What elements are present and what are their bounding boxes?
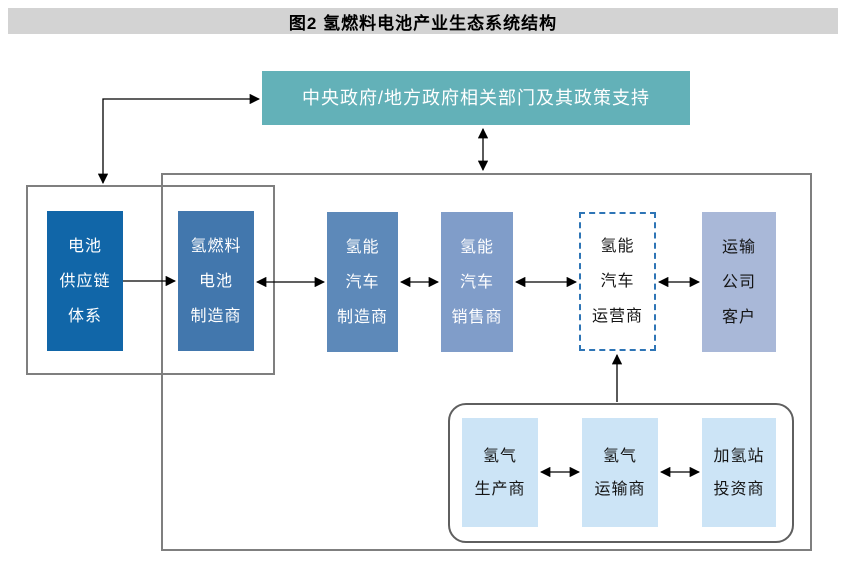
node-hydrogen-transporter: 氢气 运输商 <box>582 418 658 527</box>
node-line: 客户 <box>721 308 756 326</box>
hydrogen-infrastructure-group-rect <box>448 403 794 543</box>
node-line: 氢气 <box>602 447 637 465</box>
node-line: 氢能 <box>600 238 635 255</box>
node-transport-company-customer: 运输 公司 客户 <box>702 212 776 352</box>
node-line: 氢气 <box>482 447 517 465</box>
node-government-policy: 中央政府/地方政府相关部门及其政策支持 <box>262 71 690 125</box>
node-line: 加氢站 <box>713 447 765 465</box>
node-refueling-station-investor: 加氢站 投资商 <box>702 418 776 527</box>
node-battery-supply-chain: 电池 供应链 体系 <box>47 211 123 351</box>
node-line: 制造商 <box>190 307 242 325</box>
node-line: 制造商 <box>336 308 388 326</box>
node-line: 运输商 <box>594 480 646 498</box>
arrow-government-to-supply-boundary <box>97 93 261 185</box>
node-hydrogen-vehicle-manufacturer: 氢能 汽车 制造商 <box>327 212 398 352</box>
node-line: 氢燃料 <box>190 237 242 255</box>
node-line: 汽车 <box>459 273 494 291</box>
figure-title: 图2 氢燃料电池产业生态系统结构 <box>288 13 558 33</box>
node-hydrogen-producer: 氢气 生产商 <box>462 418 538 527</box>
node-hydrogen-vehicle-operator: 氢能 汽车 运营商 <box>579 212 656 351</box>
node-line: 投资商 <box>713 480 765 498</box>
industry-boundary-rect <box>161 173 812 551</box>
node-line: 运输 <box>721 238 756 256</box>
node-line: 电池 <box>67 237 102 255</box>
node-line: 生产商 <box>474 480 526 498</box>
node-hydrogen-vehicle-seller: 氢能 汽车 销售商 <box>441 212 513 352</box>
node-line: 电池 <box>198 272 233 290</box>
node-government-policy-label: 中央政府/地方政府相关部门及其政策支持 <box>302 88 650 108</box>
figure-title-bar: 图2 氢燃料电池产业生态系统结构 <box>8 8 838 34</box>
node-line: 运营商 <box>591 308 643 325</box>
node-line: 体系 <box>67 307 102 325</box>
node-fuel-cell-manufacturer: 氢燃料 电池 制造商 <box>178 211 254 351</box>
node-line: 氢能 <box>345 238 380 256</box>
node-line: 销售商 <box>451 308 503 326</box>
node-line: 公司 <box>721 273 756 291</box>
node-line: 汽车 <box>345 273 380 291</box>
node-line: 氢能 <box>459 238 494 256</box>
node-line: 供应链 <box>59 272 111 290</box>
node-line: 汽车 <box>600 273 635 290</box>
